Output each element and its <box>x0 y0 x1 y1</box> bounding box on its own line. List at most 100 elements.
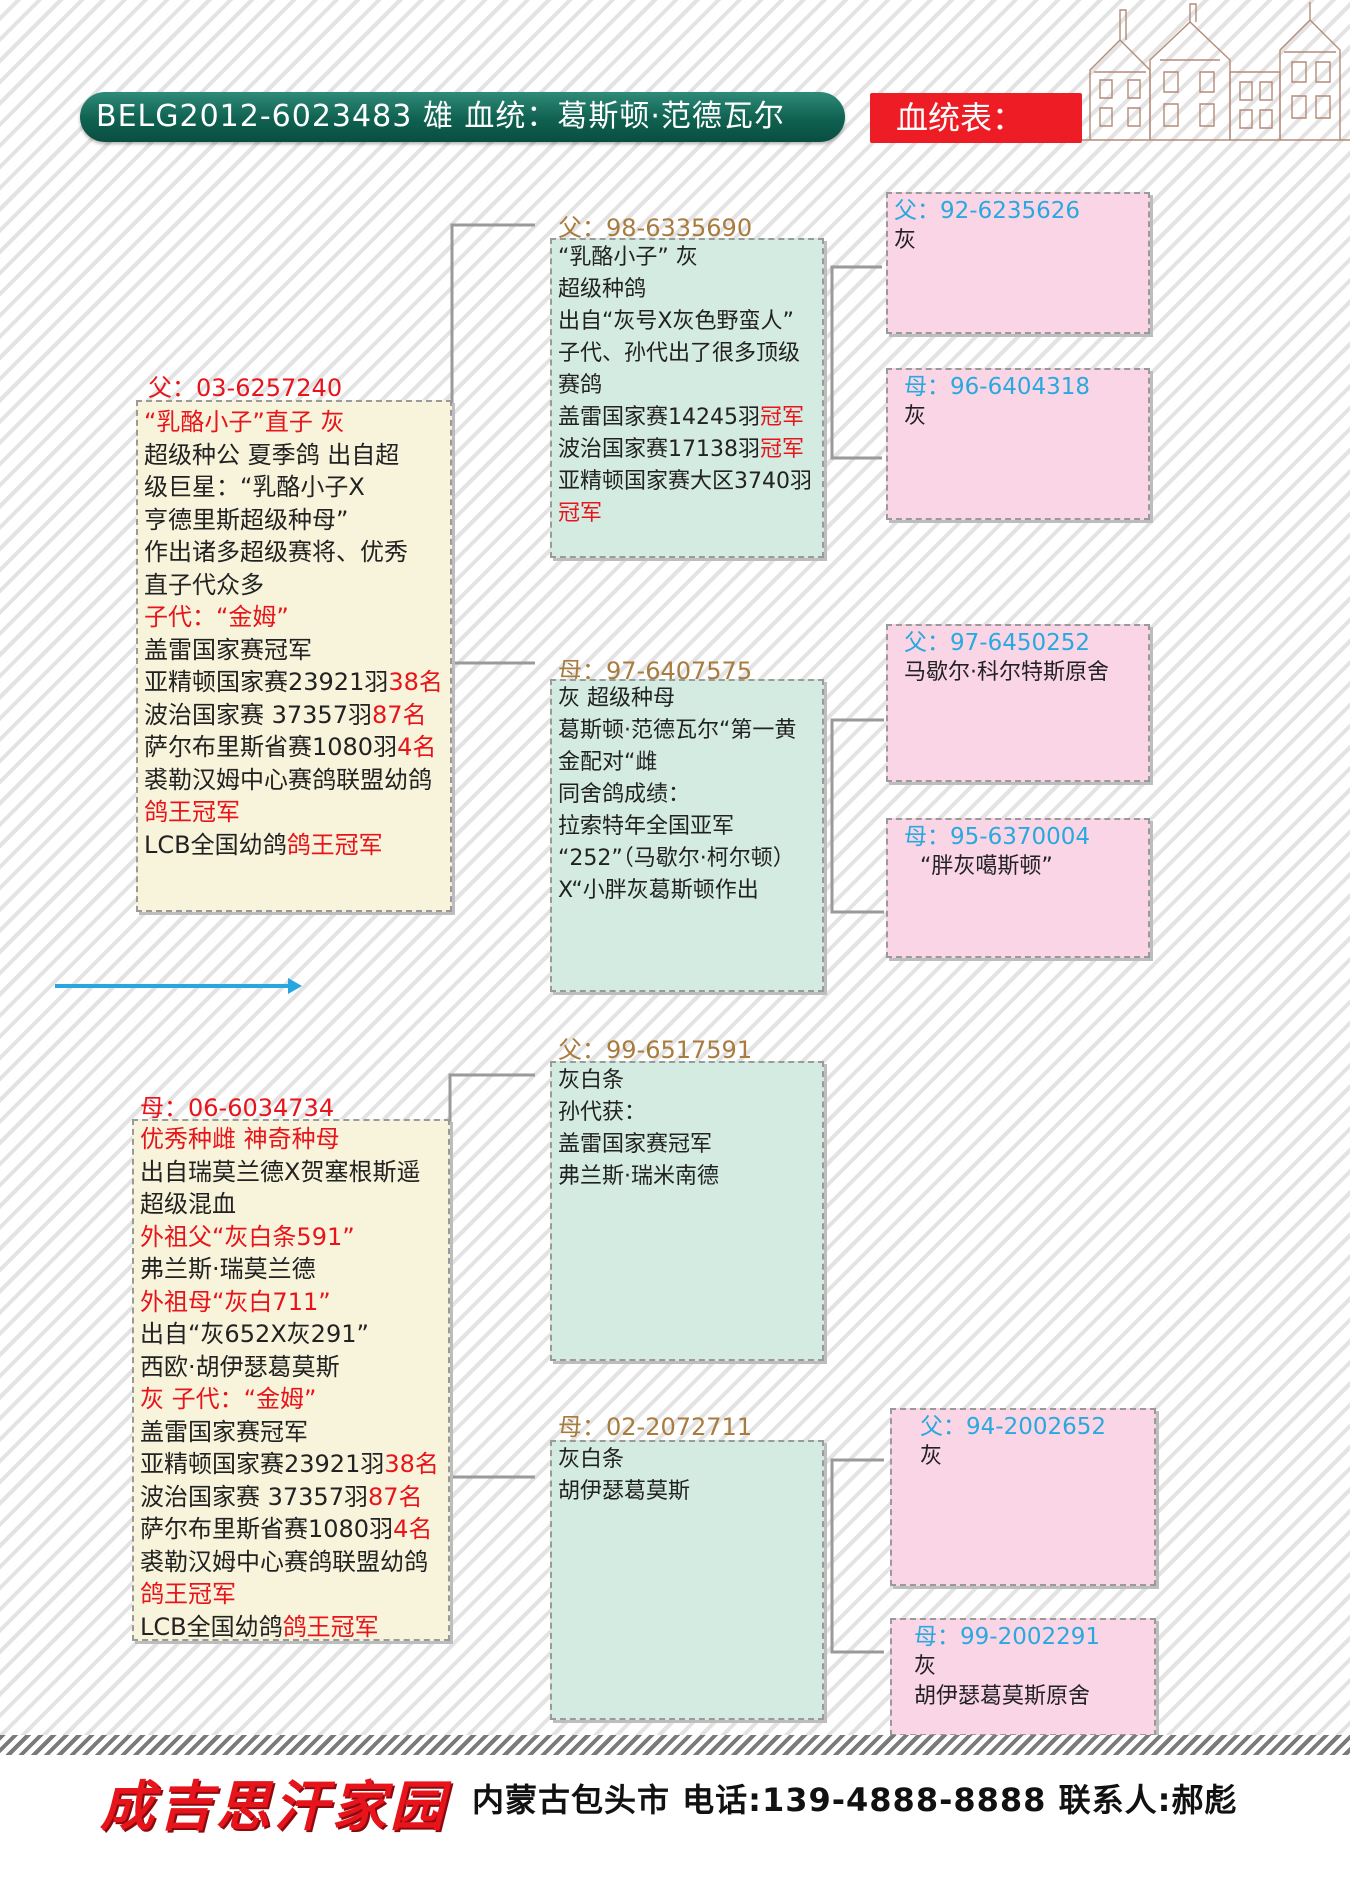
info-line: 波治国家赛 37357羽87名 <box>140 1481 442 1514</box>
info-line: 盖雷国家赛冠军 <box>144 634 444 667</box>
info-line: 冠军 <box>558 498 816 530</box>
info-text: 同舍鸽成绩： <box>558 782 691 807</box>
info-text: 萨尔布里斯省赛1080羽 <box>140 1515 394 1543</box>
info-line: 同舍鸽成绩： <box>558 779 816 811</box>
info-text: 4名 <box>397 733 437 761</box>
info-line: 子代：“金姆” <box>144 601 444 634</box>
pedigree-table-tag: 血统表： <box>870 93 1082 143</box>
contact-info: 内蒙古包头市 电话:139-4888-8888 联系人:郝彪 <box>472 1781 1238 1819</box>
info-text: LCB全国幼鸽 <box>144 830 287 859</box>
info-text: 裘勒汉姆中心赛鸽联盟幼鸽 <box>144 765 432 794</box>
info-line: 子代、孙代出了很多顶级 <box>558 338 816 370</box>
sire-dam-sire-ring-label: 父：97-6450252 <box>904 630 1090 656</box>
info-text: 38名 <box>384 1450 439 1478</box>
info-line: 级巨星：“乳酪小子X <box>144 471 444 504</box>
info-text: 波治国家赛 37357羽 <box>140 1482 368 1511</box>
info-line: “胖灰噶斯顿” <box>920 852 1142 882</box>
info-line: 马歇尔·科尔特斯原舍 <box>904 658 1142 688</box>
info-text: 盖雷国家赛14245羽 <box>558 405 760 430</box>
info-line: 弗兰斯·瑞米南德 <box>558 1161 816 1193</box>
info-text: 拉索特年全国亚军 <box>558 814 735 839</box>
info-line: 萨尔布里斯省赛1080羽4名 <box>144 731 444 764</box>
info-line: 孙代获： <box>558 1097 816 1129</box>
sire-dam-info-box: 灰 超级种母葛斯顿·范德瓦尔“第一黄金配对“雌同舍鸽成绩： 拉索特年全国亚军 “25… <box>550 679 824 992</box>
info-text: 灰白条 <box>558 1068 625 1093</box>
dam-dam-dam-box: 母：99-2002291 灰胡伊瑟葛莫斯原舍 <box>890 1618 1156 1736</box>
sire-dam-sire-box: 父：97-6450252 马歇尔·科尔特斯原舍 <box>886 624 1150 782</box>
info-line: 波治国家赛 37357羽87名 <box>144 699 444 732</box>
info-text: 作出诸多超级赛将、优秀 <box>144 538 408 566</box>
sire-dam-dam-box: 母：95-6370004 “胖灰噶斯顿” <box>886 818 1150 958</box>
info-line: 盖雷国家赛14245羽冠军 <box>558 402 816 434</box>
sire-sire-dam-ring-label: 母：96-6404318 <box>904 374 1090 400</box>
info-line: 拉索特年全国亚军 <box>558 811 816 843</box>
info-line: 葛斯顿·范德瓦尔“第一黄 <box>558 715 816 747</box>
info-line: 超级混血 <box>140 1188 442 1221</box>
info-line: 外祖母“灰白711” <box>140 1286 442 1319</box>
sire-sire-sire-ring-label: 父：92-6235626 <box>894 198 1080 224</box>
info-text: 超级种鸽 <box>558 277 647 302</box>
info-line: 裘勒汉姆中心赛鸽联盟幼鸽 <box>144 764 444 797</box>
info-line: “252”（马歇尔·柯尔顿） <box>558 843 816 875</box>
arrow-head <box>288 978 302 994</box>
info-line: 赛鸽 <box>558 370 816 402</box>
info-line: “乳酪小子” 灰 <box>558 242 816 274</box>
info-text: 38名 <box>388 668 443 696</box>
info-text: 出自瑞莫兰德X贺塞根斯遥 <box>140 1157 421 1186</box>
info-text: 子代：“金姆” <box>144 603 289 631</box>
building-sketch-illustration <box>1080 2 1350 141</box>
info-text: 鸽王冠军 <box>144 798 240 826</box>
info-text: 灰 <box>894 228 917 253</box>
dam-dam-info-box: 灰白条胡伊瑟葛莫斯 <box>550 1440 824 1720</box>
info-line: 波治国家赛17138羽冠军 <box>558 434 816 466</box>
info-line: 盖雷国家赛冠军 <box>140 1416 442 1449</box>
pedigree-title: BELG2012-6023483 雄 血统：葛斯顿·范德瓦尔 <box>96 99 785 134</box>
info-text: 灰 超级种母 <box>558 686 675 711</box>
info-text: “252”（马歇尔·柯尔顿） <box>558 846 795 871</box>
info-line: LCB全国幼鸽鸽王冠军 <box>140 1611 442 1644</box>
info-text: 冠军 <box>558 501 603 526</box>
info-line: 外祖父“灰白条591” <box>140 1221 442 1254</box>
info-line: 出自“灰号X灰色野蛮人” <box>558 306 816 338</box>
info-line: 胡伊瑟葛莫斯 <box>558 1476 816 1508</box>
info-line: 灰 <box>920 1442 1148 1472</box>
info-text: 优秀种雌 神奇种母 <box>140 1125 340 1153</box>
info-text: 萨尔布里斯省赛1080羽 <box>144 733 398 761</box>
info-text: 孙代获： <box>558 1100 647 1125</box>
info-text: 裘勒汉姆中心赛鸽联盟幼鸽 <box>140 1547 428 1576</box>
info-text: 4名 <box>393 1515 433 1543</box>
info-line: 裘勒汉姆中心赛鸽联盟幼鸽 <box>140 1546 442 1579</box>
info-line: “乳酪小子”直子 灰 <box>144 406 444 439</box>
info-text: 西欧·胡伊瑟葛莫斯 <box>140 1352 340 1381</box>
sire-ring-label: 父：03-6257240 <box>148 374 343 402</box>
info-line: 亨德里斯超级种母” <box>144 504 444 537</box>
info-text: 鸽王冠军 <box>140 1580 236 1608</box>
info-line: 超级种公 夏季鸽 出自超 <box>144 439 444 472</box>
brand-logo-text: 成吉思汗家园 <box>100 1774 448 1838</box>
info-line: 优秀种雌 神奇种母 <box>140 1123 442 1156</box>
info-text: 出自“灰652X灰291” <box>140 1320 369 1348</box>
info-text: 亚精顿国家赛23921羽 <box>144 668 389 696</box>
info-text: 超级混血 <box>140 1190 236 1218</box>
info-text: 87名 <box>367 1482 423 1511</box>
info-text: 鸽王冠军 <box>286 830 383 859</box>
dam-dam-sire-box: 父：94-2002652 灰 <box>890 1408 1156 1586</box>
info-text: 亚精顿国家赛大区3740羽 <box>558 469 812 494</box>
info-line: 萨尔布里斯省赛1080羽4名 <box>140 1513 442 1546</box>
info-text: 葛斯顿·范德瓦尔“第一黄 <box>558 718 797 743</box>
dam-ring-label: 母：06-6034734 <box>140 1094 335 1122</box>
info-text: 亨德里斯超级种母” <box>144 505 349 534</box>
info-line: 灰 超级种母 <box>558 683 816 715</box>
info-line: 出自“灰652X灰291” <box>140 1318 442 1351</box>
sire-dam-dam-ring-label: 母：95-6370004 <box>904 824 1090 850</box>
info-text: 灰 子代：“金姆” <box>140 1385 317 1413</box>
info-text: X“小胖灰葛斯顿作出 <box>558 878 759 903</box>
sire-sire-dam-box: 母：96-6404318 灰 <box>886 368 1150 520</box>
dam-dam-ring-label: 母：02-2072711 <box>558 1413 753 1441</box>
info-line: 灰白条 <box>558 1444 816 1476</box>
info-text: 鸽王冠军 <box>282 1612 379 1641</box>
info-text: 金配对“雌 <box>558 750 658 775</box>
info-line: 盖雷国家赛冠军 <box>558 1129 816 1161</box>
